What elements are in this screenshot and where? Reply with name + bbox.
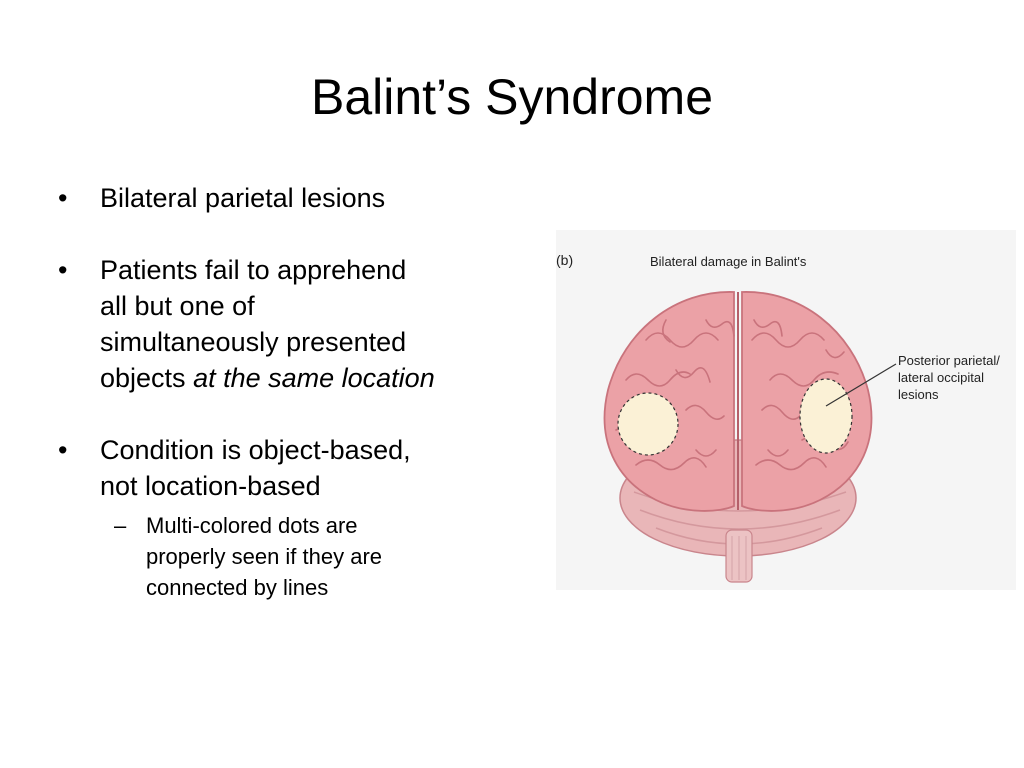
sub-bullet-line: connected by lines: [146, 575, 329, 600]
sub-bullet-line: properly seen if they are: [146, 544, 383, 569]
left-lesion-area: [617, 392, 679, 456]
bullet-marker: •: [58, 435, 68, 465]
brain-figure: (b) Bilateral damage in Balint's Posteri…: [556, 230, 1016, 590]
callout-line-text: lesions: [898, 387, 939, 402]
bullet-line: all but one of: [100, 291, 255, 321]
bullet-item: • Patients fail to apprehend all but one…: [58, 252, 518, 396]
left-hemisphere-shape: [603, 291, 735, 512]
bullet-marker: •: [58, 255, 68, 285]
brain-illustration: [603, 291, 897, 583]
bullet-text-plain: objects: [100, 363, 194, 393]
bullet-line: not location-based: [100, 471, 321, 501]
bullet-line: objects at the same location: [100, 360, 518, 396]
callout-line: [825, 363, 897, 407]
bullet-list: • Bilateral parietal lesions • Patients …: [58, 180, 518, 603]
bullet-line: simultaneously presented: [100, 327, 407, 357]
figure-panel-letter: (b): [556, 252, 574, 268]
callout-line-text: Posterior parietal/: [898, 353, 1000, 368]
sub-bullet-line: Multi-colored dots are: [146, 513, 358, 538]
sub-bullet-marker: –: [114, 513, 127, 538]
figure-callout-label: Posterior parietal/ lateral occipital le…: [898, 352, 1018, 403]
slide-title: Balint’s Syndrome: [310, 69, 714, 125]
bullet-text: Bilateral parietal lesions: [100, 183, 386, 213]
bullet-line: Condition is object-based,: [100, 435, 411, 465]
bullet-text-italic: at the same location: [193, 363, 435, 393]
sub-bullet-item: – Multi-colored dots are properly seen i…: [58, 510, 518, 603]
bullet-item: • Bilateral parietal lesions: [58, 180, 518, 216]
callout-line-text: lateral occipital: [898, 370, 984, 385]
bullet-marker: •: [58, 183, 68, 213]
right-lesion-area: [799, 378, 853, 454]
figure-title: Bilateral damage in Balint's: [650, 254, 807, 269]
bullet-line: Patients fail to apprehend: [100, 255, 407, 285]
bullet-item: • Condition is object-based, not locatio…: [58, 432, 518, 504]
